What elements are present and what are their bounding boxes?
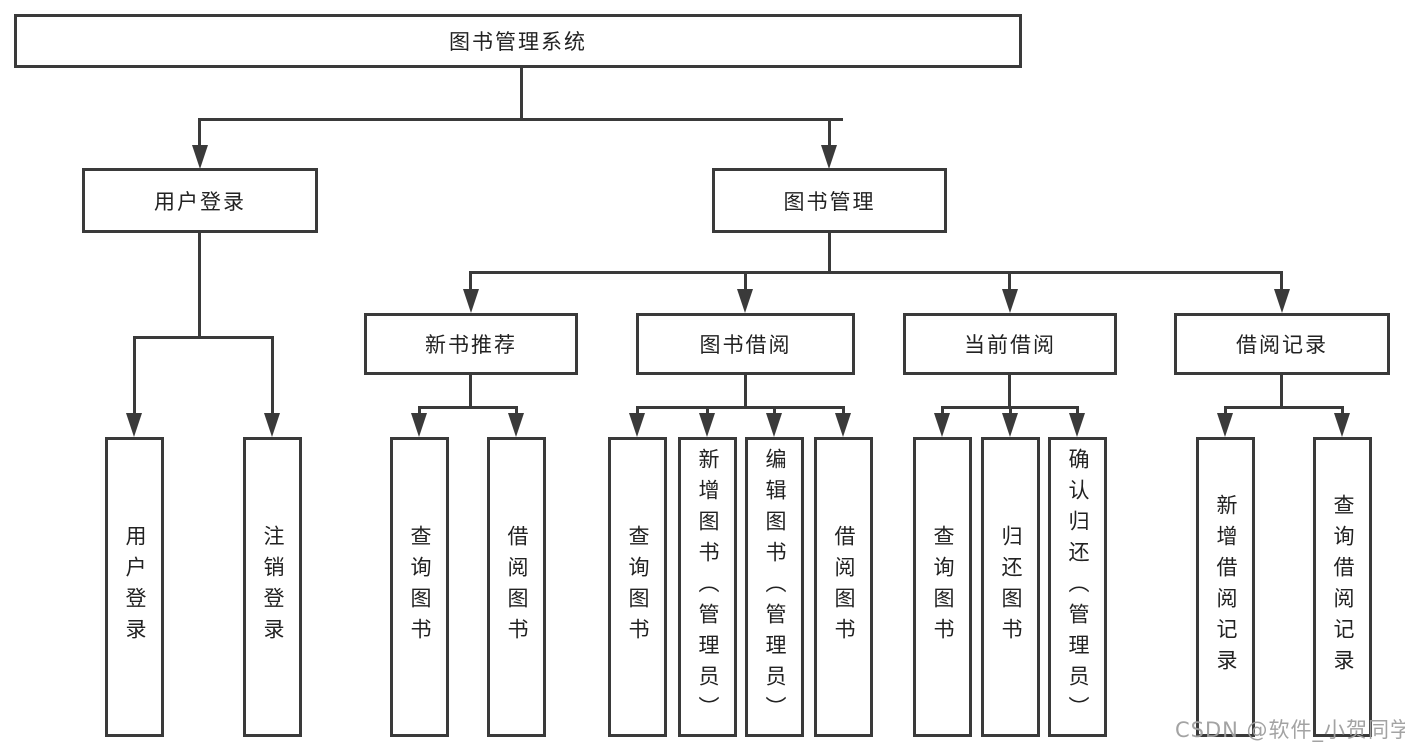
connector-line bbox=[941, 406, 944, 415]
leaf-query-borrow-record: 查询借阅记录 bbox=[1313, 437, 1372, 737]
node-label: 注销登录 bbox=[261, 525, 286, 649]
arrow-down-icon bbox=[1217, 413, 1233, 437]
leaf-query-books-borrowing: 查询图书 bbox=[608, 437, 667, 737]
connector-line bbox=[469, 271, 472, 291]
connector-line bbox=[1076, 406, 1079, 415]
node-current-borrowing: 当前借阅 bbox=[903, 313, 1117, 375]
arrow-down-icon bbox=[766, 413, 782, 437]
arrow-down-icon bbox=[835, 413, 851, 437]
arrow-down-icon bbox=[1002, 289, 1018, 313]
node-label: 图书借阅 bbox=[699, 333, 792, 357]
connector-line bbox=[744, 375, 747, 408]
node-book-borrowing: 图书借阅 bbox=[636, 313, 855, 375]
connector-line bbox=[418, 406, 421, 415]
node-label: 确认归还（管理员） bbox=[1066, 447, 1091, 727]
connector-line bbox=[1008, 375, 1011, 408]
arrow-down-icon bbox=[411, 413, 427, 437]
node-label: 图书管理 bbox=[783, 189, 876, 214]
node-label: 查询借阅记录 bbox=[1331, 494, 1356, 680]
connector-line bbox=[828, 118, 831, 150]
leaf-add-borrow-record: 新增借阅记录 bbox=[1196, 437, 1255, 737]
connector-line bbox=[1280, 375, 1283, 408]
node-label: 图书管理系统 bbox=[449, 30, 587, 54]
node-label: 新增图书（管理员） bbox=[696, 447, 721, 727]
arrow-down-icon bbox=[1274, 289, 1290, 313]
node-root: 图书管理系统 bbox=[14, 14, 1022, 68]
arrow-down-icon bbox=[934, 413, 950, 437]
connector-line bbox=[636, 406, 845, 409]
connector-line bbox=[1008, 271, 1011, 291]
arrow-down-icon bbox=[264, 413, 280, 437]
connector-line bbox=[1224, 406, 1344, 409]
node-borrowing-records: 借阅记录 bbox=[1174, 313, 1390, 375]
arrow-down-icon bbox=[508, 413, 524, 437]
node-label: 借阅图书 bbox=[832, 525, 857, 649]
node-label: 编辑图书（管理员） bbox=[763, 447, 788, 727]
node-label: 归还图书 bbox=[999, 525, 1024, 649]
arrow-down-icon bbox=[699, 413, 715, 437]
leaf-edit-books-admin: 编辑图书（管理员） bbox=[745, 437, 804, 737]
connector-line bbox=[198, 118, 843, 121]
leaf-query-books-recommend: 查询图书 bbox=[390, 437, 449, 737]
node-label: 用户登录 bbox=[123, 525, 148, 649]
watermark: CSDN @软件_小贺同学 bbox=[1175, 718, 1405, 742]
node-label: 新增借阅记录 bbox=[1214, 494, 1239, 680]
node-label: 查询图书 bbox=[408, 525, 433, 649]
node-book-management: 图书管理 bbox=[712, 168, 947, 233]
connector-line bbox=[828, 233, 831, 274]
node-label: 查询图书 bbox=[931, 525, 956, 649]
node-user-login: 用户登录 bbox=[82, 168, 318, 233]
connector-line bbox=[1224, 406, 1227, 415]
leaf-confirm-return-admin: 确认归还（管理员） bbox=[1048, 437, 1107, 737]
arrow-down-icon bbox=[629, 413, 645, 437]
leaf-return-books: 归还图书 bbox=[981, 437, 1040, 737]
arrow-down-icon bbox=[1334, 413, 1350, 437]
arrow-down-icon bbox=[1002, 413, 1018, 437]
node-label: 查询图书 bbox=[626, 525, 651, 649]
connector-line bbox=[198, 118, 201, 150]
arrow-down-icon bbox=[192, 145, 208, 169]
connector-line bbox=[520, 68, 523, 121]
leaf-borrow-books-recommend: 借阅图书 bbox=[487, 437, 546, 737]
connector-line bbox=[418, 406, 518, 409]
leaf-borrow-books-borrowing: 借阅图书 bbox=[814, 437, 873, 737]
connector-line bbox=[636, 406, 639, 415]
node-label: 借阅图书 bbox=[505, 525, 530, 649]
arrow-down-icon bbox=[737, 289, 753, 313]
connector-line bbox=[842, 406, 845, 415]
connector-line bbox=[469, 375, 472, 408]
arrow-down-icon bbox=[1069, 413, 1085, 437]
connector-line bbox=[706, 406, 709, 415]
connector-line bbox=[515, 406, 518, 415]
connector-line bbox=[469, 271, 1283, 274]
leaf-add-books-admin: 新增图书（管理员） bbox=[678, 437, 737, 737]
node-new-book-recommend: 新书推荐 bbox=[364, 313, 578, 375]
connector-line bbox=[198, 233, 201, 338]
arrow-down-icon bbox=[821, 145, 837, 169]
arrow-down-icon bbox=[463, 289, 479, 313]
connector-line bbox=[1009, 406, 1012, 415]
node-label: 新书推荐 bbox=[425, 333, 517, 357]
leaf-query-books-current: 查询图书 bbox=[913, 437, 972, 737]
leaf-user-login: 用户登录 bbox=[105, 437, 164, 737]
leaf-logout: 注销登录 bbox=[243, 437, 302, 737]
node-label: 当前借阅 bbox=[964, 333, 1056, 357]
node-label: 用户登录 bbox=[154, 189, 246, 214]
connector-line bbox=[744, 271, 747, 291]
connector-line bbox=[133, 336, 274, 339]
connector-line bbox=[773, 406, 776, 415]
arrow-down-icon bbox=[126, 413, 142, 437]
connector-line bbox=[271, 336, 274, 418]
connector-line bbox=[1280, 271, 1283, 291]
connector-line bbox=[133, 336, 136, 418]
node-label: 借阅记录 bbox=[1236, 333, 1328, 357]
connector-line bbox=[1341, 406, 1344, 415]
